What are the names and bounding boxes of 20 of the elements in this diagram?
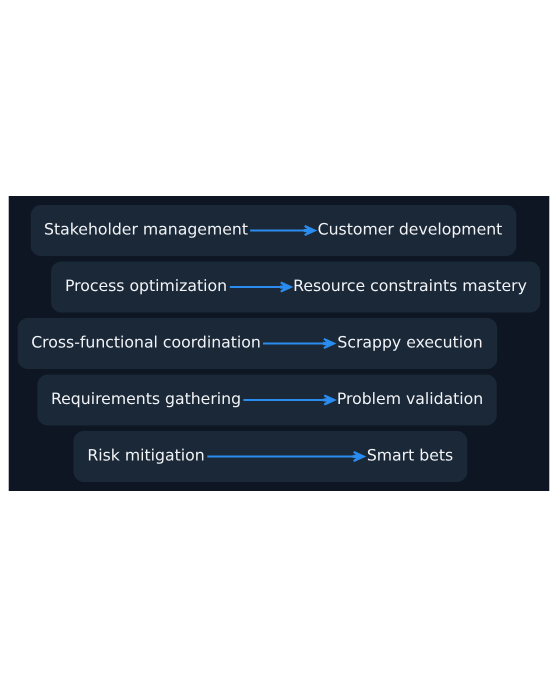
cluster bbox=[18, 318, 498, 368]
node-text: Process optimization bbox=[64, 275, 228, 294]
node-text: Resource constraints mastery bbox=[293, 275, 527, 294]
cluster bbox=[30, 204, 516, 256]
node-text: Smart bets bbox=[366, 444, 454, 464]
node-text: Scrappy execution bbox=[337, 332, 483, 351]
node-text: Problem validation bbox=[336, 388, 484, 408]
node-text: Stakeholder management bbox=[44, 218, 248, 238]
cluster bbox=[37, 374, 497, 425]
arrow bbox=[250, 224, 316, 236]
arrow bbox=[243, 394, 336, 406]
cluster bbox=[73, 430, 468, 482]
arrow bbox=[207, 450, 365, 462]
cluster bbox=[51, 261, 540, 312]
node-text: Risk mitigation bbox=[87, 444, 205, 464]
node-text: Customer development bbox=[318, 218, 502, 238]
node-text: Requirements gathering bbox=[50, 388, 242, 408]
node-text: Cross-functional coordination bbox=[31, 332, 261, 351]
arrow bbox=[230, 280, 292, 292]
arrow bbox=[263, 337, 336, 349]
